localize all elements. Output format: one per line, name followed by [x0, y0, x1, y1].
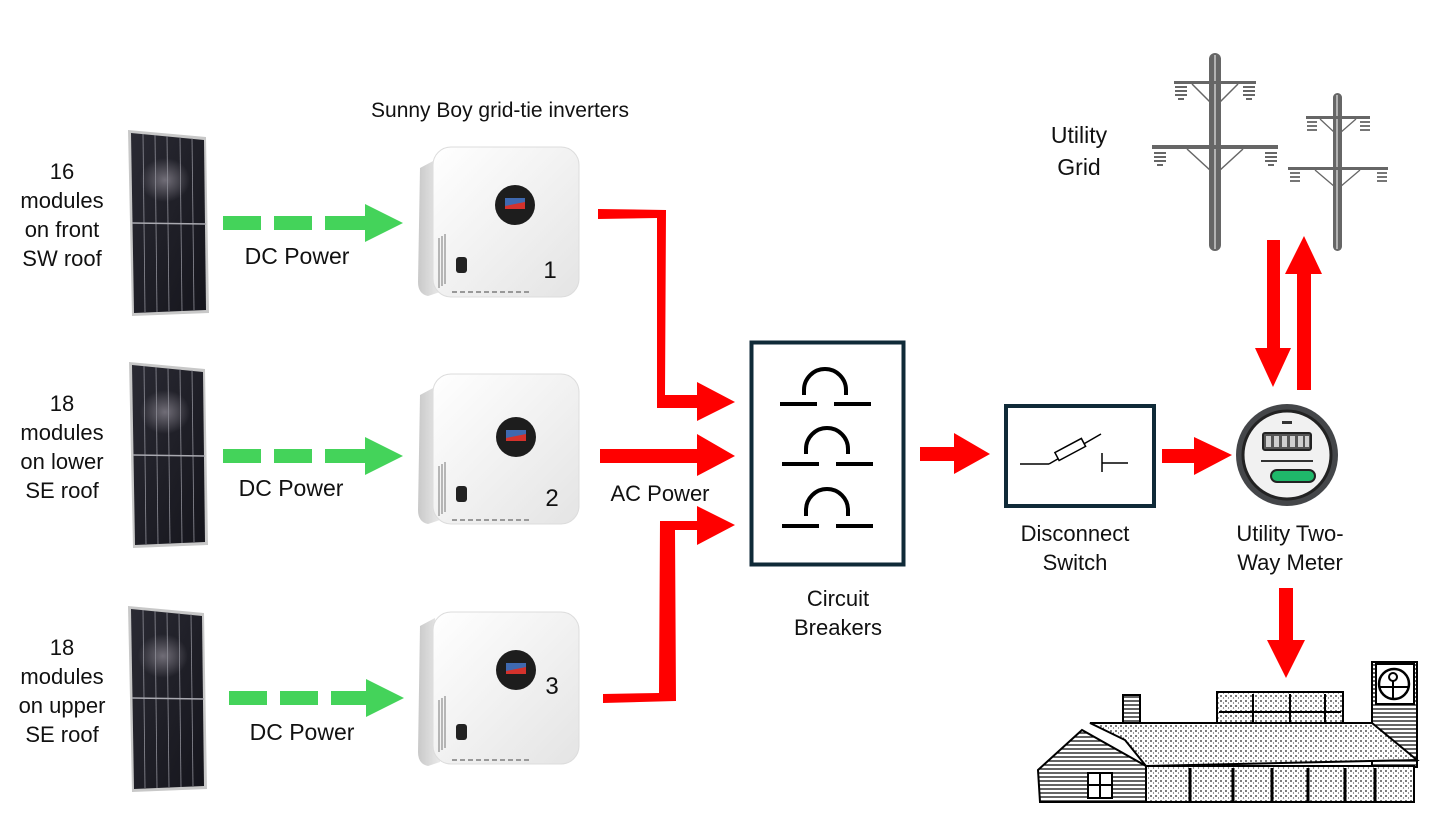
- circuit-breaker-icon: [782, 487, 873, 528]
- dc-arrow-3: [229, 679, 404, 717]
- solar-panel-icon: [128, 130, 209, 316]
- utility-pole-1: [1152, 53, 1278, 251]
- inverter-icon: [418, 373, 580, 525]
- array-3-line4: SE roof: [25, 722, 99, 747]
- utility-grid-line1: Utility: [1050, 122, 1108, 148]
- array-1-line3: on front: [24, 217, 100, 242]
- disconnect-switch: [1004, 404, 1156, 508]
- array-2-label: 18 modules on lower SE roof: [0, 389, 124, 505]
- grid-to-meter-arrow: [1255, 240, 1291, 387]
- circuit-breaker-icon: [782, 426, 873, 466]
- circuit-breakers-line2: Breakers: [793, 615, 883, 640]
- meter-to-building-arrow: [1267, 588, 1305, 678]
- circuit-breakers: [749, 340, 906, 567]
- circuit-breaker-icon: [780, 367, 871, 406]
- solar-panel-3: [128, 606, 207, 792]
- inverter-1: [418, 146, 580, 298]
- inverter-2: [418, 373, 580, 525]
- solar-panel-2: [129, 362, 208, 548]
- inverters-title: Sunny Boy grid-tie inverters: [371, 99, 629, 122]
- ac-arrow-to-meter: [1162, 437, 1232, 475]
- inverter-3: [418, 611, 580, 766]
- two-way-meter-icon: [1236, 404, 1338, 506]
- utility-meter-line1: Utility Two-: [1236, 521, 1344, 546]
- array-2-line3: on lower: [20, 449, 104, 474]
- dc-power-label-2: DC Power: [238, 475, 344, 501]
- circuit-breakers-label: Circuit Breakers: [760, 584, 916, 642]
- disconnect-switch-icon: [1020, 433, 1128, 472]
- dc-power-label-3: DC Power: [249, 719, 355, 745]
- array-3-line2: modules: [20, 664, 104, 689]
- array-1-count: 16: [49, 159, 75, 184]
- array-3-count: 18: [49, 635, 75, 660]
- disconnect-switch-line2: Switch: [1042, 550, 1108, 575]
- ac-arrow-1: [598, 209, 735, 421]
- inverter-icon: [418, 611, 580, 766]
- solar-panel-icon: [129, 362, 208, 548]
- array-3-line3: on upper: [18, 693, 106, 718]
- ac-power-label: AC Power: [610, 481, 710, 506]
- utility-meter-label: Utility Two- Way Meter: [1200, 519, 1380, 577]
- solar-panel-icon: [128, 606, 207, 792]
- array-3-label: 18 modules on upper SE roof: [0, 633, 124, 749]
- utility-grid-line2: Grid: [1057, 154, 1101, 180]
- solar-panel-1: [128, 130, 209, 316]
- array-2-line2: modules: [20, 420, 104, 445]
- ac-arrow-2: [600, 434, 735, 476]
- inverter-1-number: 1: [543, 257, 557, 284]
- array-2-line4: SE roof: [25, 478, 99, 503]
- inverter-3-number: 3: [545, 673, 559, 700]
- building-icon: [1036, 661, 1420, 803]
- ac-arrow-3: [603, 506, 735, 703]
- meter-to-grid-arrow: [1285, 236, 1322, 390]
- utility-pole-icon: [1152, 53, 1278, 251]
- utility-meter: [1236, 404, 1338, 506]
- disconnect-switch-line1: Disconnect: [1020, 521, 1130, 546]
- utility-grid-label: Utility Grid: [1024, 119, 1134, 183]
- inverter-icon: [418, 146, 580, 298]
- dc-power-label-1: DC Power: [244, 243, 350, 269]
- dc-arrow-2: [223, 437, 403, 475]
- array-1-line2: modules: [20, 188, 104, 213]
- disconnect-switch-label: Disconnect Switch: [990, 519, 1160, 577]
- dc-arrow-1: [223, 204, 403, 242]
- utility-pole-2: [1288, 93, 1388, 251]
- ac-arrow-to-switch: [920, 433, 990, 474]
- inverter-2-number: 2: [545, 485, 559, 512]
- array-1-label: 16 modules on front SW roof: [0, 157, 124, 273]
- array-1-line4: SW roof: [22, 246, 102, 271]
- building: [1036, 661, 1420, 803]
- circuit-breakers-line1: Circuit: [806, 586, 870, 611]
- utility-meter-line2: Way Meter: [1237, 550, 1343, 575]
- array-2-count: 18: [49, 391, 75, 416]
- utility-pole-icon: [1288, 93, 1388, 251]
